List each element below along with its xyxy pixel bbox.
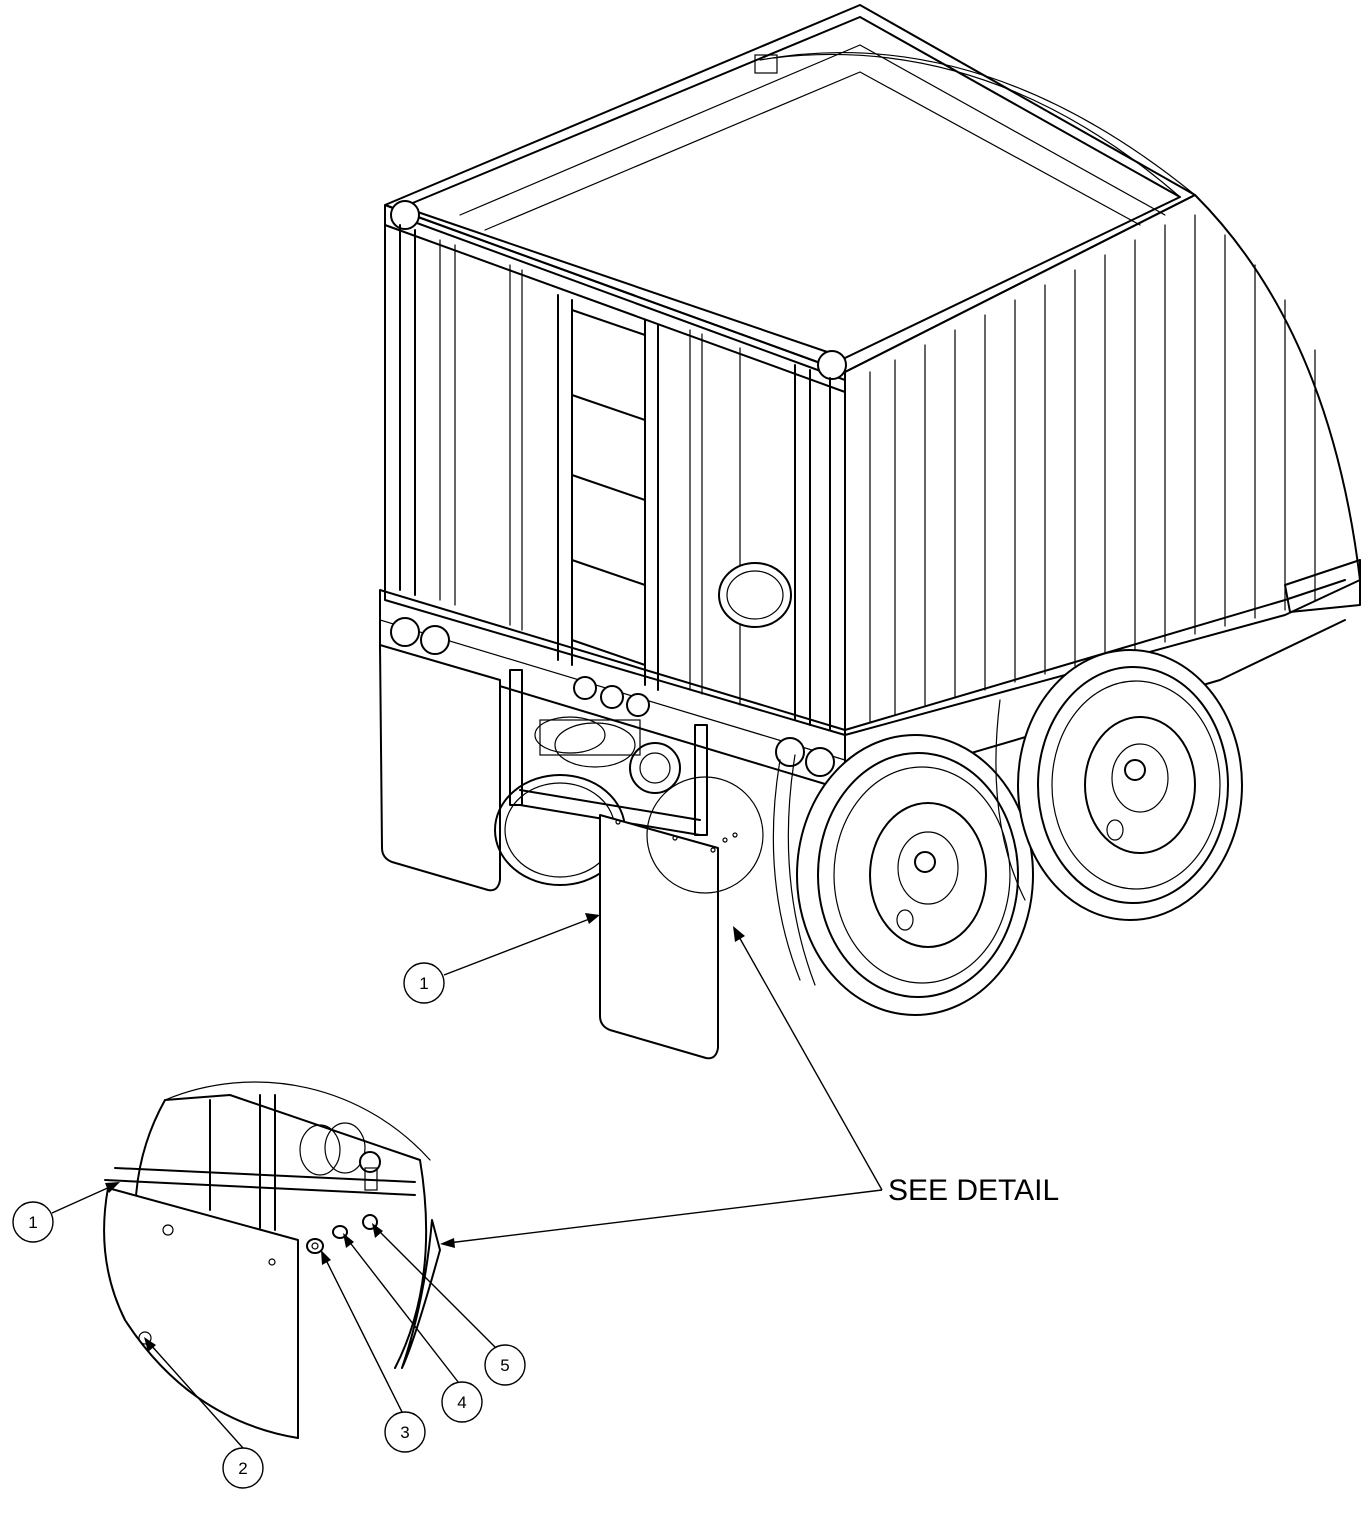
leader-lines [51,913,883,1449]
svg-text:1: 1 [419,974,428,993]
wheel-rear [1017,649,1243,921]
callout-item-1-main: 1 [403,962,445,1004]
svg-text:5: 5 [500,1356,509,1375]
callout-item-2: 2 [222,1447,264,1489]
callout-item-3: 3 [384,1411,426,1453]
callout-item-4: 4 [441,1381,483,1423]
callout-item-1-detail: 1 [12,1201,54,1243]
svg-text:2: 2 [238,1459,247,1478]
callout-item-5: 5 [484,1344,526,1386]
wheel-front [796,734,1034,1016]
washer [306,1238,324,1254]
svg-text:4: 4 [457,1393,466,1412]
detail-boundary-circle [646,776,764,894]
grain-trailer-drawing [379,4,1361,1060]
mud-flap-detail-view [103,1081,441,1439]
side-panel-ribs [869,214,1316,723]
svg-text:3: 3 [400,1423,409,1442]
svg-text:1: 1 [28,1213,37,1232]
see-detail-note: SEE DETAIL [888,1174,1059,1207]
